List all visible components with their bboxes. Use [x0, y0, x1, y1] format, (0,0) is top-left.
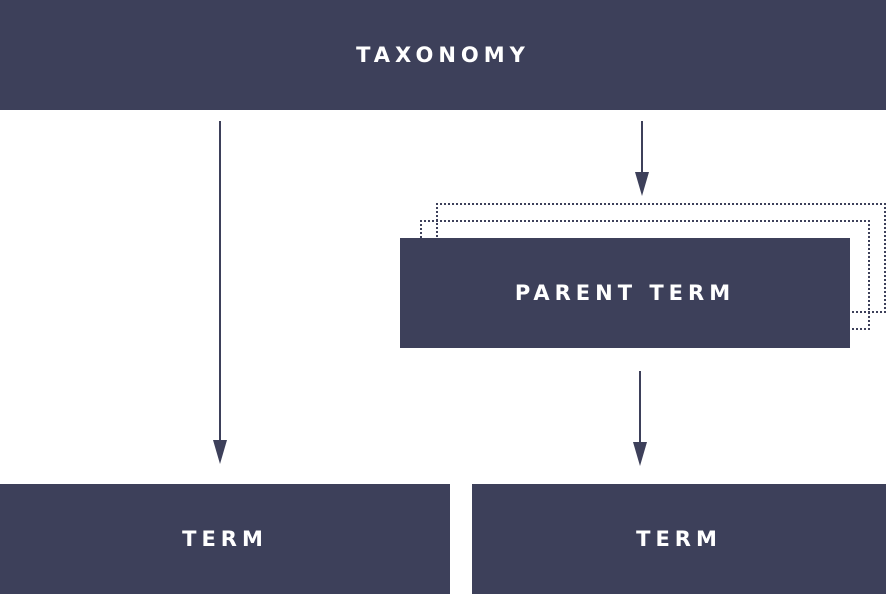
taxonomy-label: TAXONOMY	[356, 43, 530, 67]
parent-term-box: PARENT TERM	[400, 238, 850, 348]
arrowhead-term-right	[633, 442, 647, 466]
term-right-label: TERM	[636, 527, 722, 551]
taxonomy-box: TAXONOMY	[0, 0, 886, 110]
parent-term-label: PARENT TERM	[514, 281, 736, 305]
term-box-left: TERM	[0, 484, 450, 594]
arrowhead-term-left	[213, 440, 227, 464]
term-left-label: TERM	[182, 527, 268, 551]
arrowhead-parent	[635, 172, 649, 196]
term-box-right: TERM	[472, 484, 886, 594]
